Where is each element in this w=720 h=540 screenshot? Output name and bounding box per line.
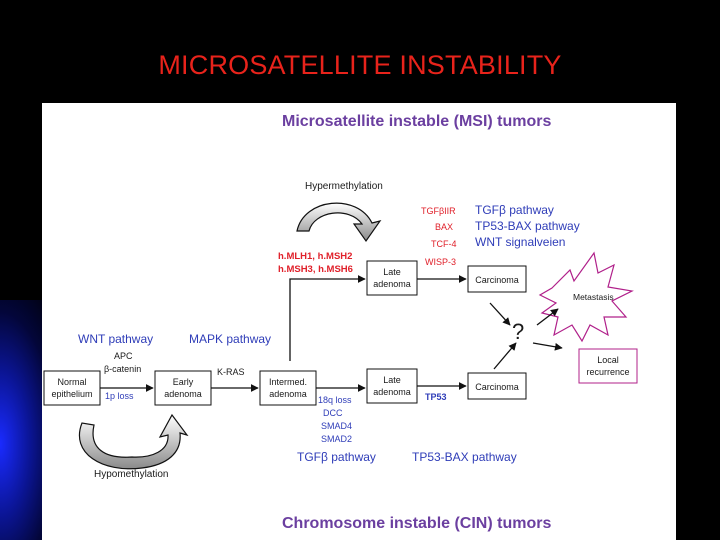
diagram-panel: Microsatellite instable (MSI) tumors Chr… xyxy=(42,103,676,540)
late-adenoma-msi-line2: adenoma xyxy=(373,279,411,289)
late-adenoma-cin-line1: Late xyxy=(383,375,401,385)
normal-epithelium-line2: epithelium xyxy=(51,389,92,399)
msi-cin-diagram: Microsatellite instable (MSI) tumors Chr… xyxy=(43,113,638,532)
msi-target-wisp3: WISP-3 xyxy=(425,257,456,267)
cin-gene-smad2: SMAD2 xyxy=(321,434,352,444)
apc-label: APC xyxy=(114,351,133,361)
loss-1p-label: 1p loss xyxy=(105,391,134,401)
hypomethylation-label: Hypomethylation xyxy=(94,469,168,480)
intermed-adenoma-line2: adenoma xyxy=(269,389,307,399)
arrow-cin-to-question xyxy=(493,342,517,370)
hypomethylation-arc-icon xyxy=(79,413,189,470)
tp53-label: TP53 xyxy=(425,392,447,402)
beta-catenin-label: β-catenin xyxy=(104,364,141,374)
late-adenoma-msi-line1: Late xyxy=(383,267,401,277)
carcinoma-msi-label: Carcinoma xyxy=(475,275,519,285)
cin-pathway-tgfb: TGFβ pathway xyxy=(297,450,376,464)
question-mark: ? xyxy=(512,319,524,344)
slide-title: MICROSATELLITE INSTABILITY xyxy=(158,50,562,80)
late-adenoma-cin-line2: adenoma xyxy=(373,387,411,397)
msi-title: Microsatellite instable (MSI) tumors xyxy=(282,113,551,130)
cin-pathway-tp53bax: TP53-BAX pathway xyxy=(412,450,517,464)
cin-gene-18q: 18q loss xyxy=(318,395,352,405)
cin-gene-smad4: SMAD4 xyxy=(321,421,352,431)
msi-target-tgfbiir: TGFβIIR xyxy=(421,206,456,216)
early-adenoma-line2: adenoma xyxy=(164,389,202,399)
late-adenoma-cin-box xyxy=(366,368,418,404)
mapk-pathway-label: MAPK pathway xyxy=(189,332,271,346)
hypermethylation-arc-icon xyxy=(296,202,382,243)
carcinoma-cin-label: Carcinoma xyxy=(475,382,519,392)
early-adenoma-box xyxy=(154,370,212,406)
late-adenoma-msi-box xyxy=(366,260,418,296)
flow-arrows xyxy=(100,275,563,392)
msi-pathway-tgfb: TGFβ pathway xyxy=(475,203,554,217)
arrow-branch-to-msi xyxy=(289,275,366,361)
local-recurrence-line1: Local xyxy=(597,355,619,365)
metastasis-label: Metastasis xyxy=(573,292,614,302)
msi-pathway-tp53bax: TP53-BAX pathway xyxy=(475,219,580,233)
hypermethylation-label: Hypermethylation xyxy=(305,181,383,192)
wnt-pathway-label: WNT pathway xyxy=(78,332,153,346)
local-recurrence-box xyxy=(578,348,638,384)
arrow-question-to-metastasis xyxy=(536,308,559,326)
local-recurrence-line2: recurrence xyxy=(586,367,629,377)
kras-label: K-RAS xyxy=(217,367,245,377)
arrow-question-to-recurrence xyxy=(532,342,563,351)
msi-genes-line2: h.MSH3, h.MSH6 xyxy=(278,264,353,275)
msi-target-tcf4: TCF-4 xyxy=(431,239,457,249)
cin-gene-dcc: DCC xyxy=(323,408,343,418)
normal-epithelium-line1: Normal xyxy=(57,377,86,387)
arrow-msi-to-question xyxy=(489,302,511,326)
msi-pathway-wnt: WNT signalveien xyxy=(475,235,565,249)
carcinoma-msi-box xyxy=(467,265,527,293)
msi-target-bax: BAX xyxy=(435,222,453,232)
metastasis-star xyxy=(538,251,634,343)
msi-genes-line1: h.MLH1, h.MSH2 xyxy=(278,251,352,262)
cin-title: Chromosome instable (CIN) tumors xyxy=(282,515,551,532)
early-adenoma-line1: Early xyxy=(173,377,194,387)
intermed-adenoma-line1: Intermed. xyxy=(269,377,307,387)
carcinoma-cin-box xyxy=(467,372,527,400)
